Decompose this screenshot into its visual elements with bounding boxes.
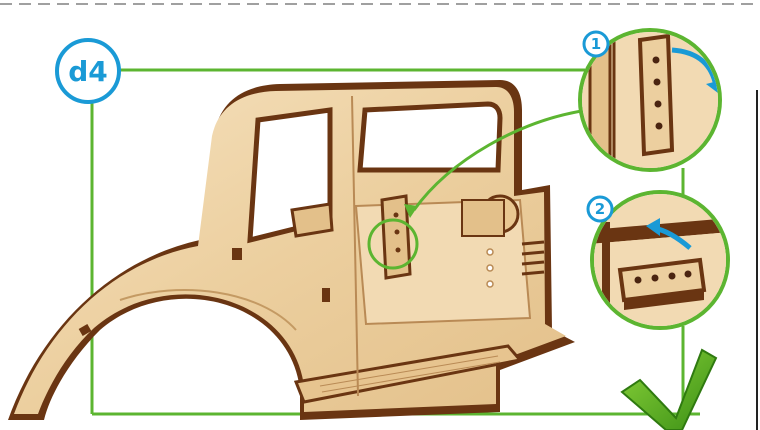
check-mark-icon [622, 350, 716, 430]
detail-badge-1 [584, 32, 608, 56]
detail-badge-2 [588, 197, 612, 221]
step-badge [57, 40, 119, 102]
